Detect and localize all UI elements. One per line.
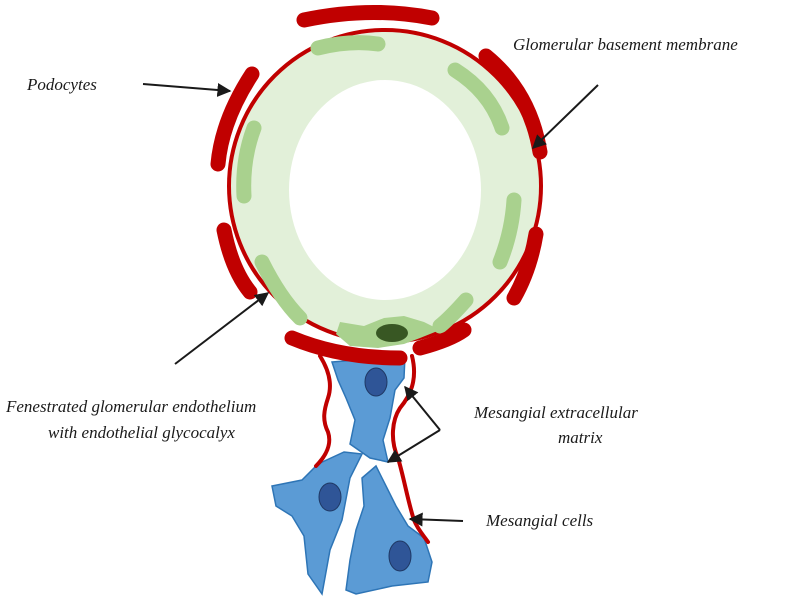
capillary-loop — [218, 12, 541, 358]
label-endothelium-line2: with endothelial glycocalyx — [48, 423, 235, 442]
label-mesangial-cells: Mesangial cells — [485, 511, 594, 530]
arrow-endothelium — [175, 293, 268, 364]
label-matrix-line1: Mesangial extracellular — [473, 403, 638, 422]
arrow-gbm — [533, 85, 598, 148]
label-podocytes: Podocytes — [26, 75, 97, 94]
arrow-mesangial-cells — [410, 519, 463, 521]
gbm-strand-left — [316, 356, 330, 466]
endothelial-nucleus — [376, 324, 408, 342]
mesangial-nucleus — [319, 483, 341, 511]
mesangial-nucleus — [365, 368, 387, 396]
arrow-matrix-upper — [405, 387, 440, 430]
label-matrix-line2: matrix — [558, 428, 603, 447]
arrow-podocytes — [143, 84, 230, 91]
label-endothelium-line1: Fenestrated glomerular endothelium — [5, 397, 256, 416]
label-glomerular-basement-membrane: Glomerular basement membrane — [513, 35, 738, 54]
mesangial-nucleus — [389, 541, 411, 571]
